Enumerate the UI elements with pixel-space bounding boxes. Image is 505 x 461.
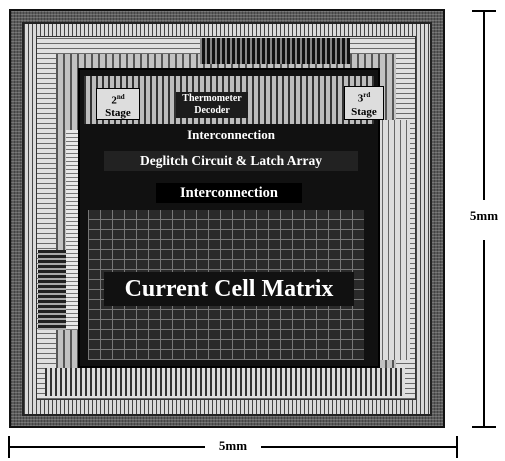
stage3-label: 3rd Stage [344, 86, 384, 120]
interconnection-top-label: Interconnection [166, 126, 296, 143]
interconnection-bottom-label: Interconnection [156, 183, 302, 203]
top-bus-block [200, 38, 350, 64]
vertical-dimension-label: 5mm [460, 208, 505, 224]
vertical-dimension-tick-top [472, 10, 496, 12]
horizontal-dimension-tick-left [8, 436, 10, 458]
left-circuit-block [38, 250, 68, 330]
current-cell-matrix-label: Current Cell Matrix [104, 272, 354, 306]
vertical-dimension-tick-bottom [472, 426, 496, 428]
bottom-pad-block [45, 368, 405, 396]
thermometer-decoder-label: Thermometer Decoder [176, 92, 248, 118]
horizontal-dimension-tick-right [456, 436, 458, 458]
deglitch-latch-label: Deglitch Circuit & Latch Array [104, 151, 358, 171]
stage2-label: 2nd Stage [96, 88, 140, 120]
horizontal-dimension-label: 5mm [205, 438, 261, 454]
